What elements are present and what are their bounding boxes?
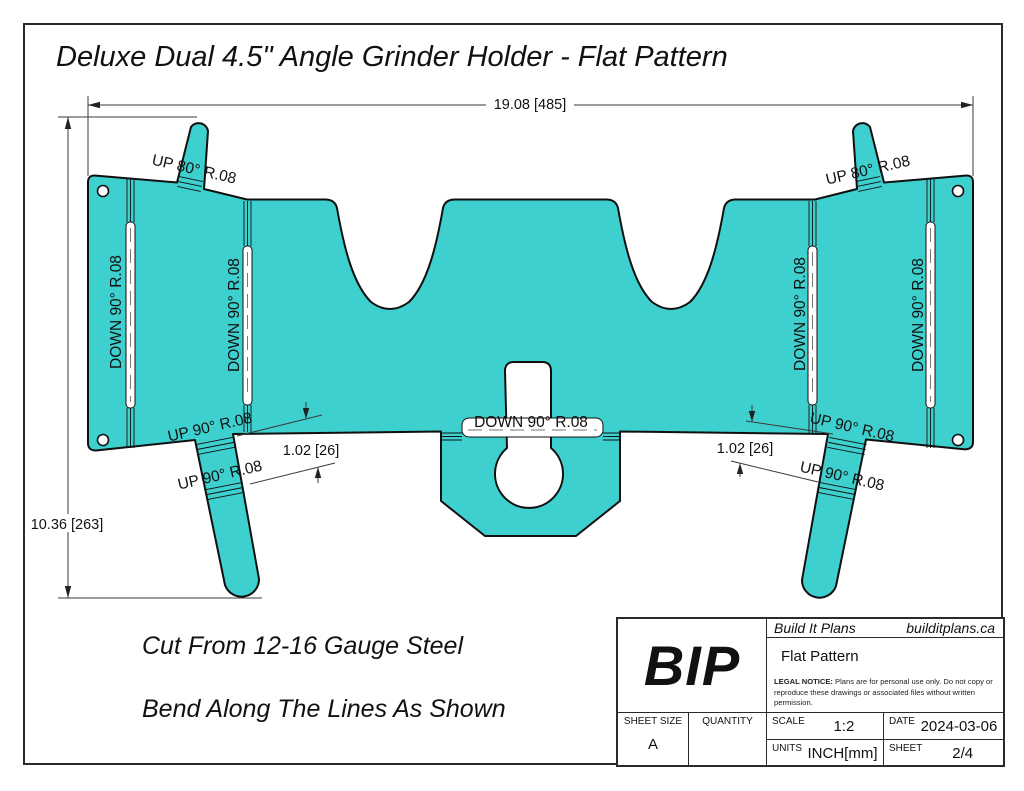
date-value: 2024-03-06 xyxy=(920,718,998,735)
hole-bottom-left xyxy=(96,433,110,447)
dimension-arrows xyxy=(64,101,973,598)
hole-bottom-right xyxy=(951,433,965,447)
bip-logo: BIP xyxy=(643,634,741,697)
dim-bend-offset-right: 1.02 [26] xyxy=(717,441,773,457)
bend-marks-leg-right-2 xyxy=(817,482,857,500)
bend-label-down90-col1: DOWN 90° R.08 xyxy=(108,255,125,369)
date-cell: DATE 2024-03-06 xyxy=(884,713,1003,740)
sheet-number-cell: SHEET 2/4 xyxy=(884,740,1003,765)
logo-cell: BIP xyxy=(618,619,767,713)
sheet-border-frame xyxy=(23,23,1003,765)
bend-marks-tab-left xyxy=(177,176,203,192)
bend-slot-center xyxy=(461,417,604,438)
company-name: Build It Plans xyxy=(774,620,856,636)
quantity-cell: QUANTITY xyxy=(689,713,767,765)
company-cell: Build It Plans builditplans.ca xyxy=(767,619,1003,638)
drawing-main-title: Deluxe Dual 4.5" Angle Grinder Holder - … xyxy=(56,41,728,73)
bend-label-down90-col4: DOWN 90° R.08 xyxy=(910,258,927,372)
dim-overall-width: 19.08 [485] xyxy=(494,97,567,113)
units-value: INCH[mm] xyxy=(807,745,878,762)
drawing-title-cell: Flat Pattern LEGAL NOTICE: Plans are for… xyxy=(767,638,1003,713)
company-website: builditplans.ca xyxy=(906,620,995,636)
scale-label: SCALE xyxy=(772,716,805,727)
title-block: BIP SHEET SIZE A QUANTITY Build It Plans… xyxy=(616,617,1005,767)
bend-line-marks xyxy=(126,176,935,500)
bend-marks-tab-right xyxy=(856,176,882,192)
bend-slot-centerlines xyxy=(130,228,931,431)
bend-slots xyxy=(125,221,936,438)
dim-height-bg xyxy=(25,514,110,532)
bend-label-down90-col2: DOWN 90° R.08 xyxy=(226,258,243,372)
scale-value: 1:2 xyxy=(833,718,855,735)
sheet-number-label: SHEET xyxy=(889,743,923,754)
scale-cell: SCALE 1:2 xyxy=(767,713,884,740)
legal-notice-text: Plans are for personal use only. Do not … xyxy=(774,677,993,708)
quantity-label: QUANTITY xyxy=(702,716,753,727)
hole-top-left xyxy=(96,184,110,198)
part-outline xyxy=(87,122,974,599)
note-bending: Bend Along The Lines As Shown xyxy=(142,695,506,723)
units-label: UNITS xyxy=(772,743,802,754)
sheet-number-value: 2/4 xyxy=(952,745,974,762)
corner-holes xyxy=(96,184,965,447)
sheet-title: Flat Pattern xyxy=(781,648,859,665)
bend-label-down90-col3: DOWN 90° R.08 xyxy=(792,257,809,371)
dim-overall-height: 10.36 [263] xyxy=(31,517,104,533)
dim-bend-offset-left: 1.02 [26] xyxy=(283,443,339,459)
bend-marks-leg-right-1 xyxy=(827,437,867,455)
sheet-size-value: A xyxy=(647,736,658,753)
sheet-size-label: SHEET SIZE xyxy=(623,716,683,727)
bend-marks-leg-left-1 xyxy=(195,437,235,455)
bend-label-down90-center: DOWN 90° R.08 xyxy=(474,414,588,431)
legal-notice: LEGAL NOTICE: Plans are for personal use… xyxy=(774,677,997,709)
legal-notice-label: LEGAL NOTICE: xyxy=(774,677,833,687)
sheet-size-cell: SHEET SIZE A xyxy=(618,713,689,765)
note-material: Cut From 12-16 Gauge Steel xyxy=(142,632,463,660)
dim-width-bg xyxy=(486,92,574,108)
hole-top-right xyxy=(951,184,965,198)
date-label: DATE xyxy=(889,716,915,727)
units-cell: UNITS INCH[mm] xyxy=(767,740,884,765)
bend-marks-leg-left-2 xyxy=(205,482,245,500)
